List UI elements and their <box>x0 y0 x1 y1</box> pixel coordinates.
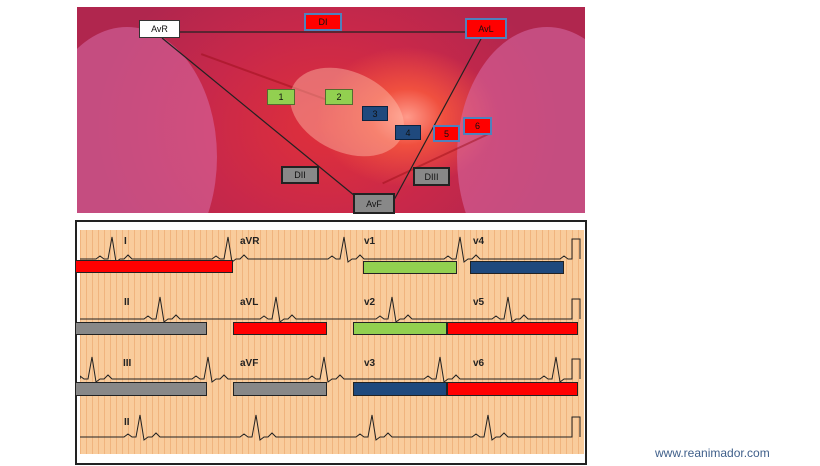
bar-lead-v5 <box>447 322 578 335</box>
label-v1: 1 <box>267 89 295 105</box>
label-v4: 4 <box>395 125 421 140</box>
label-avl: AvL <box>465 18 507 39</box>
label-v3: 3 <box>362 106 388 121</box>
bar-lead-ii <box>75 322 207 335</box>
lead-label-v4: v4 <box>473 236 485 247</box>
bar-lead-i <box>75 260 233 273</box>
lead-label-rhythm-ii: II <box>124 417 130 428</box>
lead-iii-line <box>393 36 483 201</box>
lead-label-v1: v1 <box>364 236 376 247</box>
bar-lead-v3 <box>353 382 447 396</box>
lead-ii-line <box>161 37 356 197</box>
lead-label-ii: II <box>124 297 130 308</box>
lead-label-avf: aVF <box>240 358 259 369</box>
lead-label-avr: aVR <box>240 236 260 247</box>
label-v5: 5 <box>433 125 460 142</box>
lead-label-iii: III <box>123 358 132 369</box>
label-avr: AvR <box>139 20 180 38</box>
bar-lead-v2 <box>353 322 447 335</box>
label-dii: DII <box>281 166 319 184</box>
bar-lead-v4 <box>470 261 564 274</box>
ecg-trace-row-1 <box>80 236 581 263</box>
ecg-12-lead: I aVR v1 v4 II aVL v2 v5 III aVF v3 v6 I… <box>75 220 587 465</box>
label-diii: DIII <box>413 167 450 186</box>
bar-lead-v6 <box>447 382 578 396</box>
lead-label-v2: v2 <box>364 297 376 308</box>
bar-lead-avf <box>233 382 327 396</box>
lead-label-v5: v5 <box>473 297 485 308</box>
label-avf: AvF <box>353 193 395 214</box>
watermark: www.reanimador.com <box>655 446 770 460</box>
bar-lead-avl <box>233 322 327 335</box>
lead-label-v6: v6 <box>473 358 485 369</box>
ecg-trace-row-4 <box>80 414 581 441</box>
ecg-grid <box>80 230 584 454</box>
label-di: DI <box>304 13 342 31</box>
ecg-trace-row-2 <box>80 296 581 323</box>
lead-label-i: I <box>124 236 127 247</box>
torso-heart-illustration <box>77 7 585 213</box>
bar-lead-v1 <box>363 261 457 274</box>
label-v2: 2 <box>325 89 353 105</box>
lead-label-v3: v3 <box>364 358 376 369</box>
label-v6: 6 <box>463 117 492 135</box>
ecg-trace-row-3 <box>80 356 581 383</box>
ecg-traces <box>80 236 581 441</box>
lead-label-avl: aVL <box>240 297 259 308</box>
einthoven-triangle <box>161 31 483 201</box>
bar-lead-iii <box>75 382 207 396</box>
